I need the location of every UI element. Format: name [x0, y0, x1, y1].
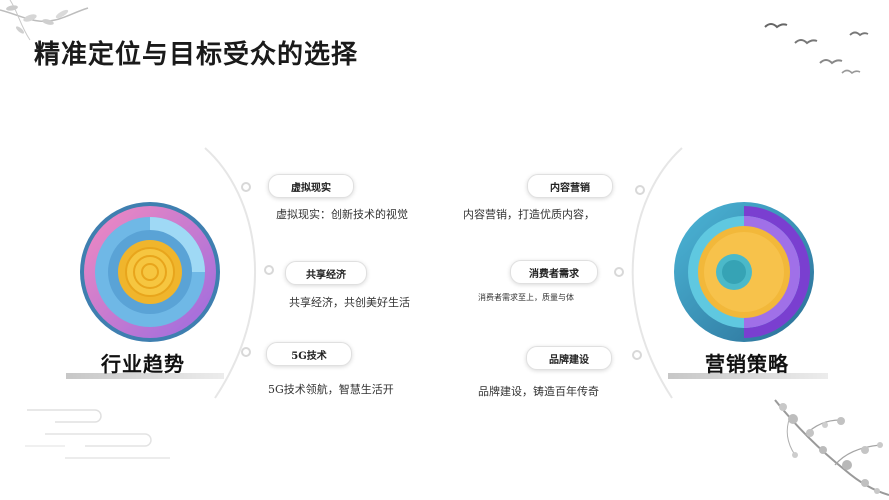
desc-brand-building: 品牌建设，铸造百年传奇	[478, 383, 599, 399]
connector-dot	[241, 347, 251, 357]
tag-consumer-demand: 消费者需求	[510, 260, 598, 284]
tag-brand-building: 品牌建设	[526, 346, 612, 370]
connector-dot	[241, 182, 251, 192]
connector-dot	[614, 267, 624, 277]
connector-dot	[632, 350, 642, 360]
desc-5g: 5G技术领航，智慧生活开	[268, 381, 394, 397]
trend-circle-graphic	[78, 200, 222, 344]
blossom-branch-icon	[765, 395, 889, 500]
desc-content-marketing: 内容营销，打造优质内容，	[463, 206, 595, 222]
connector-dot	[264, 265, 274, 275]
page-title: 精准定位与目标受众的选择	[34, 34, 358, 71]
strategy-label: 营销策略	[705, 348, 789, 377]
trend-label: 行业趋势	[101, 348, 185, 377]
cloud-decoration-icon	[25, 398, 175, 468]
tag-content-marketing: 内容营销	[527, 174, 613, 198]
desc-consumer-demand: 消费者需求至上，质量与体	[478, 292, 574, 303]
tag-5g: 5G技术	[266, 342, 352, 366]
desc-sharing-economy: 共享经济，共创美好生活	[289, 294, 410, 310]
birds-icon	[760, 15, 880, 85]
tag-vr: 虚拟现实	[268, 174, 354, 198]
strategy-circle-graphic	[672, 200, 816, 344]
desc-vr: 虚拟现实：创新技术的视觉	[276, 206, 408, 222]
tag-sharing-economy: 共享经济	[285, 261, 367, 285]
connector-dot	[635, 185, 645, 195]
